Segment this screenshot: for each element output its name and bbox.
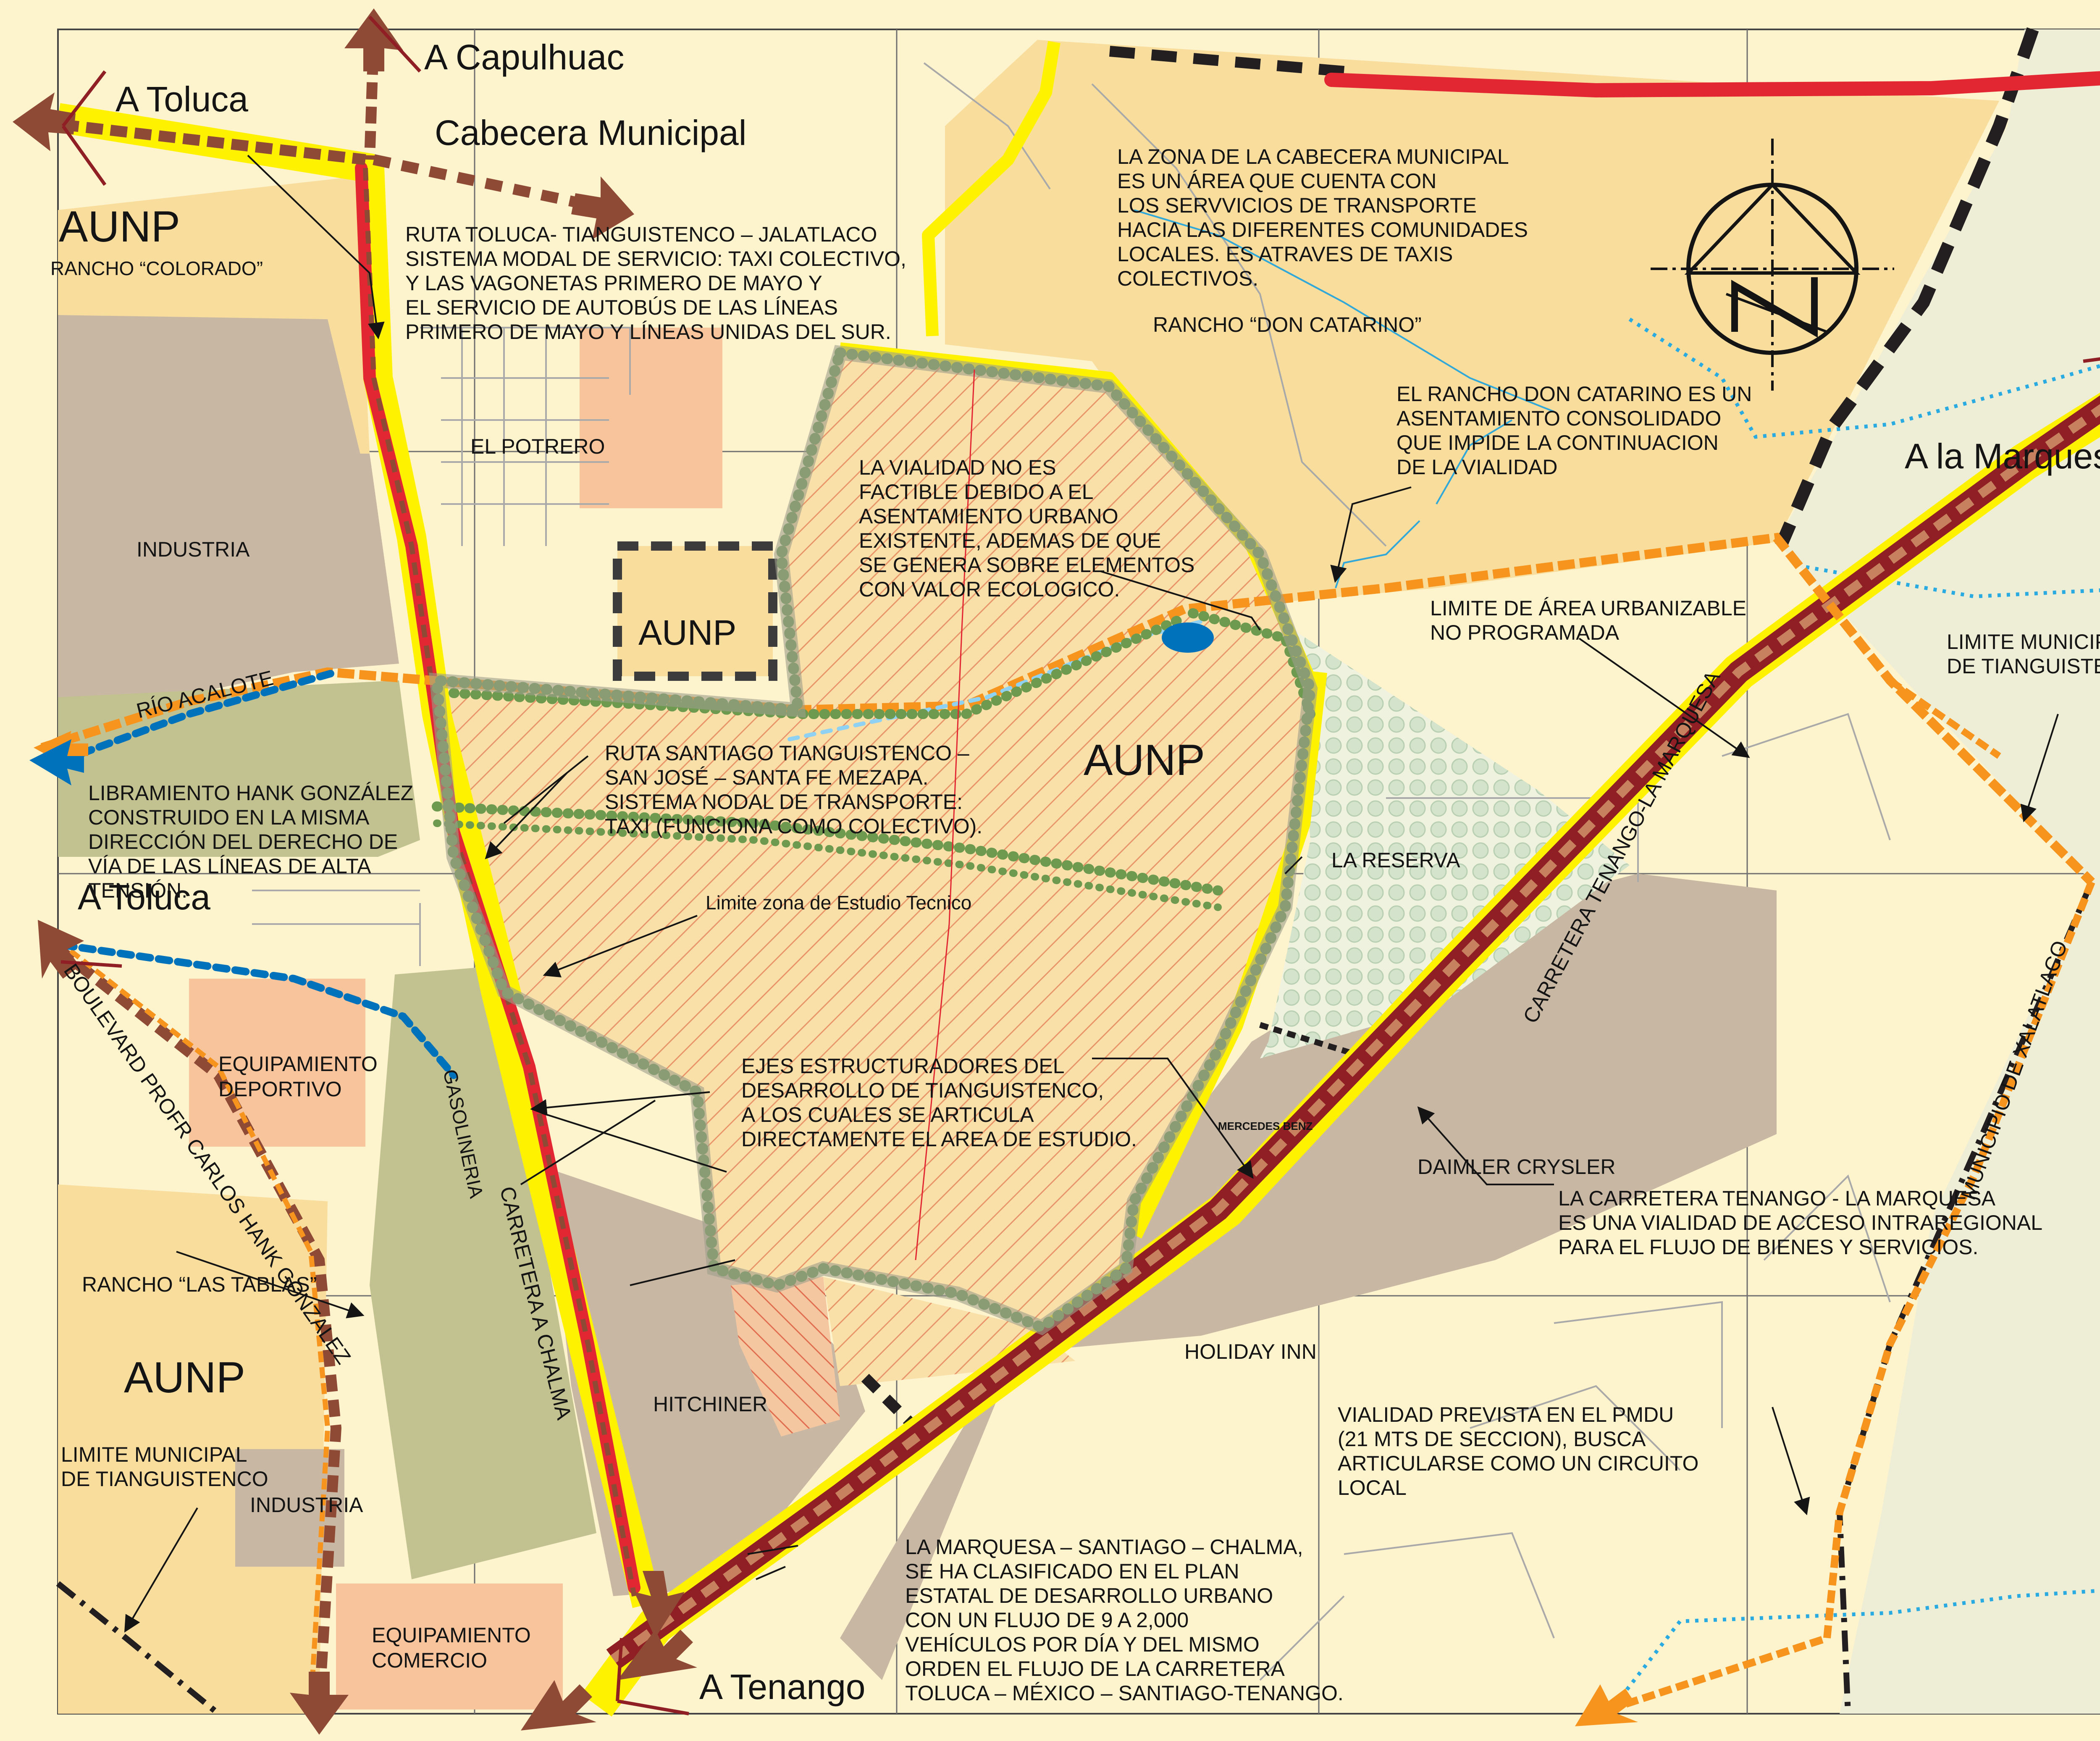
label-aunp-small: AUNP: [638, 613, 736, 652]
label-holiday-inn: HOLIDAY INN: [1184, 1340, 1317, 1363]
study-area-outline: [429, 345, 1318, 1336]
zone-industria-left: [58, 454, 399, 722]
label-aunp-top-left: AUNP: [59, 202, 180, 251]
label-industria-left: INDUSTRIA: [136, 538, 250, 561]
arrow-to-toluca-top-icon: [13, 92, 76, 151]
zone-equipamiento-deportivo: [189, 979, 365, 1147]
label-zona-cabecera: LA ZONA DE LA CABECERA MUNICIPAL ES UN Á…: [1117, 145, 1534, 290]
label-a-toluca-top: A Toluca: [116, 79, 248, 119]
label-rancho-consolidado: EL RANCHO DON CATARINO ES UN ASENTAMIENT…: [1396, 382, 1758, 479]
zone-salmon-top: [580, 328, 722, 508]
label-ruta-santiago: RUTA SANTIAGO TIANGUISTENCO – SAN JOSÉ –…: [605, 741, 982, 838]
label-la-reserva: LA RESERVA: [1331, 848, 1460, 872]
zone-industria-top-left: [58, 315, 361, 458]
zone-green-left: [58, 680, 420, 857]
label-ejes: EJES ESTRUCTURADORES DEL DESARROLLO DE T…: [741, 1054, 1137, 1151]
label-a-tenango: A Tenango: [699, 1667, 866, 1707]
arrow-chalma-south-icon: [634, 1571, 685, 1638]
direction-arrows: [13, 8, 697, 1735]
label-equipamiento-comercio: EQUIPAMIENTO COMERCIO: [372, 1623, 537, 1672]
label-limite-municipal-right: LIMITE MUNICIPAL DE TIANGUISTENCO: [1947, 630, 2100, 678]
label-hitchiner: HITCHINER: [653, 1392, 767, 1416]
label-el-potrero: EL POTRERO: [470, 435, 605, 458]
label-a-capulhuac: A Capulhuac: [424, 37, 624, 77]
arrow-east-dashed-icon: [571, 176, 634, 239]
label-cabecera-municipal: Cabecera Municipal: [435, 113, 746, 152]
pond-icon: [1162, 622, 1214, 653]
label-industria-bottom: INDUSTRIA: [250, 1493, 363, 1517]
orange-dashed-roads: [40, 533, 2095, 1717]
label-aunp-bottom-left: AUNP: [124, 1353, 245, 1402]
label-daimler: DAIMLER CRYSLER: [1418, 1155, 1615, 1179]
label-libramiento: LIBRAMIENTO HANK GONZÁLEZ CONSTRUIDO EN …: [88, 781, 419, 902]
north-arrow-icon: [1651, 139, 1894, 391]
arrow-orange-sw-icon: [1575, 1684, 1638, 1726]
label-limite-municipal-left: LIMITE MUNICIPAL DE TIANGUISTENCO: [61, 1443, 268, 1491]
brown-dashed-roads: [37, 33, 2100, 1706]
direction-corner-symbols: [60, 16, 2100, 1715]
street-network: [252, 62, 1891, 1681]
label-equipamiento-deportivo: EQUIPAMIENTO DEPORTIVO: [218, 1052, 383, 1101]
label-vialidad-no-factible: LA VIALIDAD NO ES FACTIBLE DEBIDO A EL A…: [859, 456, 1200, 601]
label-aunp-center-big: AUNP: [1084, 736, 1205, 785]
label-rancho-tablas: RANCHO “LAS TABLAS”: [82, 1273, 317, 1296]
label-a-toluca-mid: A Toluca: [78, 877, 210, 917]
zone-urbanizable-top: [945, 40, 1999, 605]
zone-la-reserva: [1260, 630, 1630, 1058]
label-ruta-toluca: RUTA TOLUCA- TIANGUISTENCO – JALATLACO S…: [405, 223, 912, 344]
arrow-to-tenango-left-icon: [521, 1680, 596, 1730]
zone-study-area-bottom: [731, 1277, 840, 1436]
arrow-boulevard-south-icon: [290, 1672, 349, 1735]
arrow-to-capulhuac-icon: [344, 8, 403, 71]
red-thin-line: [915, 369, 975, 1260]
zone-equipamiento-comercio: [336, 1583, 563, 1709]
label-mercedes: MERCEDES BENZ: [1218, 1120, 1312, 1132]
label-a-la-marquesa: A la Marquesa: [1905, 436, 2100, 476]
zone-aunp-small: [617, 546, 773, 676]
label-limite-zona: Limite zona de Estudio Tecnico: [706, 892, 971, 914]
arrow-to-tenango-right-icon: [617, 1630, 697, 1680]
map-frame: [57, 29, 2100, 1715]
label-vialidad-prevista: VIALIDAD PREVISTA EN EL PMDU (21 MTS DE …: [1338, 1403, 1704, 1499]
leader-lines: [124, 155, 2059, 1633]
zone-aunp-bottom-left: [58, 1184, 328, 1714]
municipal-boundaries: [56, 27, 2095, 1716]
zone-industria-daimler: [840, 874, 1777, 1680]
arrow-blue-west-icon: [29, 739, 84, 785]
label-carretera-tenango-text: LA CARRETERA TENANGO - LA MARQUESA ES UN…: [1558, 1187, 2048, 1259]
label-rancho-colorado: RANCHO “COLORADO”: [50, 257, 263, 279]
land-use-zones: [58, 29, 2100, 1714]
label-marquesa-santiago: LA MARQUESA – SANTIAGO – CHALMA, SE HA C…: [905, 1535, 1344, 1705]
label-rancho-don-catarino: RANCHO “DON CATARINO”: [1153, 313, 1422, 336]
label-limite-area: LIMITE DE ÁREA URBANIZABLE NO PROGRAMADA: [1430, 596, 1752, 644]
zone-green-bottom: [370, 966, 596, 1579]
